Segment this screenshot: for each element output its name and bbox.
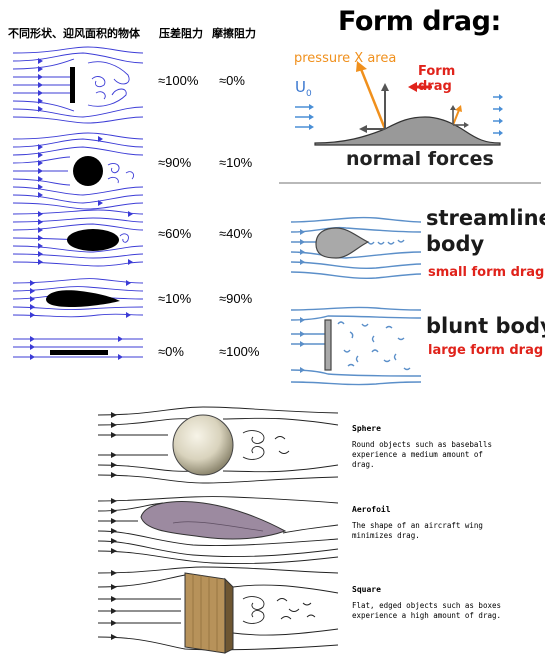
streamlined-label-line1: streamlined: [426, 206, 545, 230]
row1-friction: ≈0%: [219, 73, 245, 88]
row2-friction: ≈10%: [219, 155, 253, 170]
row4-pressure: ≈10%: [158, 291, 192, 306]
panel-divider: [279, 182, 541, 184]
normal-forces-caption: normal forces: [346, 148, 494, 170]
blunt-plate-shape: [324, 319, 332, 371]
row3-pressure: ≈60%: [158, 226, 192, 241]
blunt-body-label: blunt body: [426, 314, 545, 338]
incoming-flow-arrows: [295, 104, 314, 130]
aerofoil-title: Aerofoil: [352, 505, 391, 514]
row5-friction: ≈100%: [219, 344, 260, 359]
form-drag-label-line1: Form: [418, 64, 456, 79]
row2-pressure: ≈90%: [158, 155, 192, 170]
airfoil-shape: [46, 290, 120, 307]
streamlined-label-line2: body: [426, 232, 485, 256]
row5-pressure: ≈0%: [158, 344, 184, 359]
square-shape: [184, 572, 234, 654]
form-drag-title: Form drag:: [338, 6, 501, 37]
row4-friction: ≈90%: [219, 291, 253, 306]
column-header-object: 不同形状、迎风面积的物体: [8, 27, 140, 40]
column-header-pressure-drag: 压差阻力: [159, 27, 203, 40]
form-drag-label-line2: drag: [418, 79, 452, 94]
ellipse-shape: [67, 229, 119, 251]
flat-plate-shape: [70, 67, 75, 103]
small-form-drag-label: small form drag: [428, 265, 545, 280]
streamlined-body-diagram: [290, 216, 422, 280]
aerofoil-description: The shape of an aircraft wing minimizes …: [352, 521, 483, 540]
flow-diagrams-left: [12, 46, 144, 360]
aerofoil-diagram: [97, 496, 339, 564]
streamlined-shape: [315, 227, 370, 259]
velocity-label: U0: [295, 78, 312, 99]
row3-friction: ≈40%: [219, 226, 253, 241]
cylinder-shape: [73, 156, 103, 186]
blunt-body-diagram: [290, 306, 422, 386]
form-drag-diagram: [295, 61, 503, 146]
square-description: Flat, edged objects such as boxes experi…: [352, 601, 502, 620]
parallel-plate-shape: [50, 350, 108, 355]
square-diagram: [97, 566, 339, 654]
pressure-area-arrow: [359, 68, 387, 130]
sphere-shape: [172, 414, 234, 476]
large-form-drag-label: large form drag: [428, 343, 544, 358]
outgoing-flow-arrows: [493, 94, 503, 136]
sphere-diagram: [97, 406, 339, 484]
sphere-description: Round objects such as baseballs experien…: [352, 440, 492, 469]
row1-pressure: ≈100%: [158, 73, 199, 88]
pressure-area-label: pressure X area: [294, 51, 397, 66]
column-header-friction-drag: 摩擦阻力: [212, 27, 256, 40]
sphere-title: Sphere: [352, 424, 381, 433]
square-title: Square: [352, 585, 381, 594]
hill-shape: [314, 116, 501, 146]
aerofoil-shape: [140, 501, 287, 540]
diagram-flat-plate-normal: [12, 46, 144, 124]
